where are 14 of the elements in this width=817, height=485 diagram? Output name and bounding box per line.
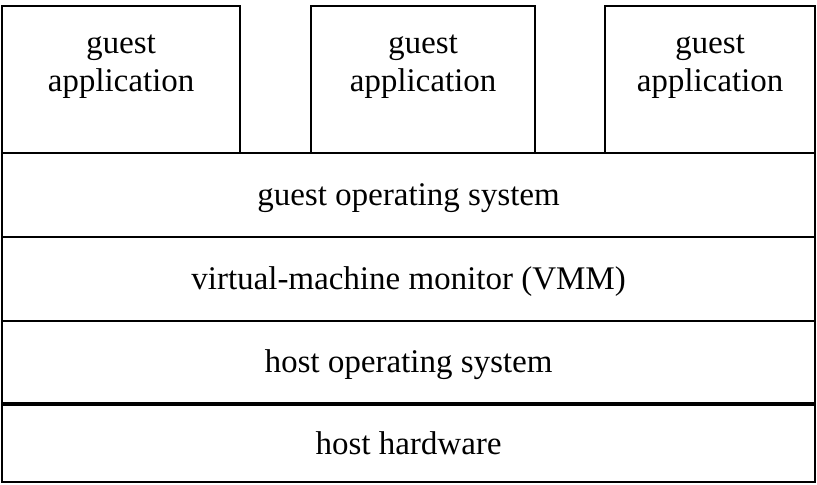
layer-label: guest application <box>348 24 498 100</box>
layer-band <box>1 404 816 483</box>
layer-label: guest application <box>636 24 784 100</box>
application-box <box>1 5 241 154</box>
layer-label: virtual-machine monitor (VMM) <box>190 260 627 298</box>
layer-label: guest application <box>46 24 196 100</box>
layer-label: host hardware <box>314 424 502 462</box>
layer-label: guest operating system <box>256 176 561 214</box>
layer-band <box>1 152 816 238</box>
layer-label: host operating system <box>264 343 554 381</box>
layer-band <box>1 320 816 406</box>
application-box <box>310 5 536 154</box>
layer-band <box>1 236 816 322</box>
application-box <box>604 5 816 154</box>
